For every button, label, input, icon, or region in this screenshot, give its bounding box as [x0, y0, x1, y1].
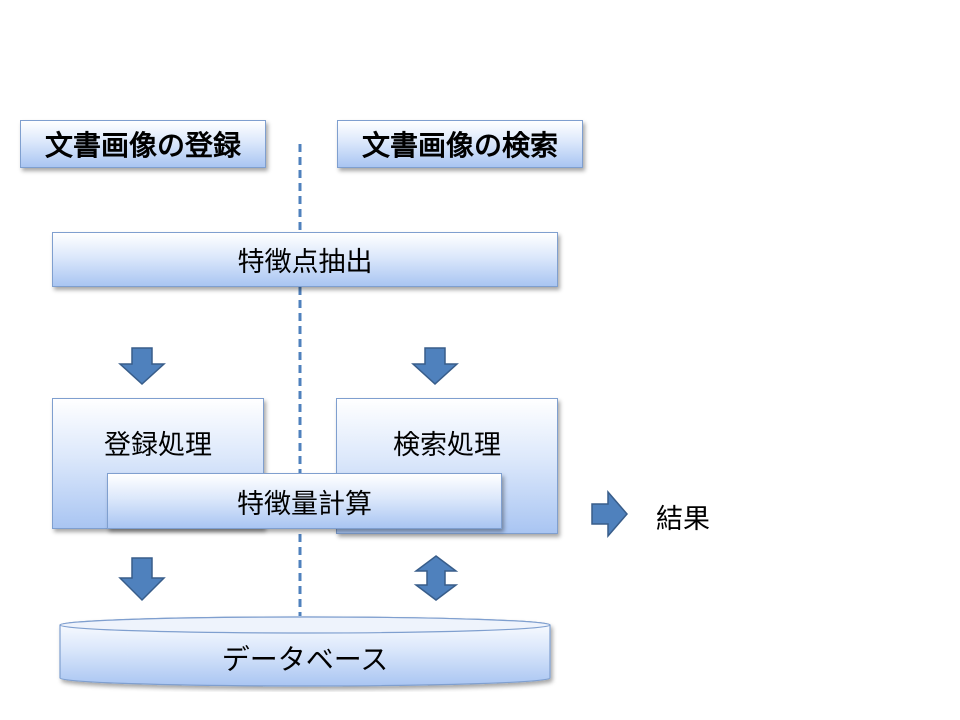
arrow-down-icon-left-bottom	[118, 557, 166, 602]
database-label: データベース	[221, 643, 389, 676]
feature-point-extraction-box: 特徴点抽出	[52, 232, 558, 287]
feature-point-extraction-label: 特徴点抽出	[237, 247, 373, 278]
database-cylinder-icon	[59, 616, 551, 687]
arrow-down-icon-right-top	[411, 347, 459, 386]
header-search-label: 文書画像の検索	[361, 129, 558, 162]
divider-dashed-line	[298, 144, 302, 616]
header-search: 文書画像の検索	[337, 120, 583, 168]
header-register: 文書画像の登録	[20, 120, 266, 168]
feature-calc-label: 特徴量計算	[237, 488, 372, 520]
feature-calc-box: 特徴量計算	[107, 473, 502, 529]
arrow-right-icon	[591, 490, 628, 538]
header-register-label: 文書画像の登録	[44, 129, 241, 162]
arrow-up-down-icon	[413, 555, 459, 601]
register-process-label: 登録処理	[104, 430, 212, 461]
search-process-label: 検索処理	[393, 430, 501, 461]
arrow-down-icon-left-top	[118, 347, 166, 386]
result-label: 結果	[656, 504, 710, 535]
